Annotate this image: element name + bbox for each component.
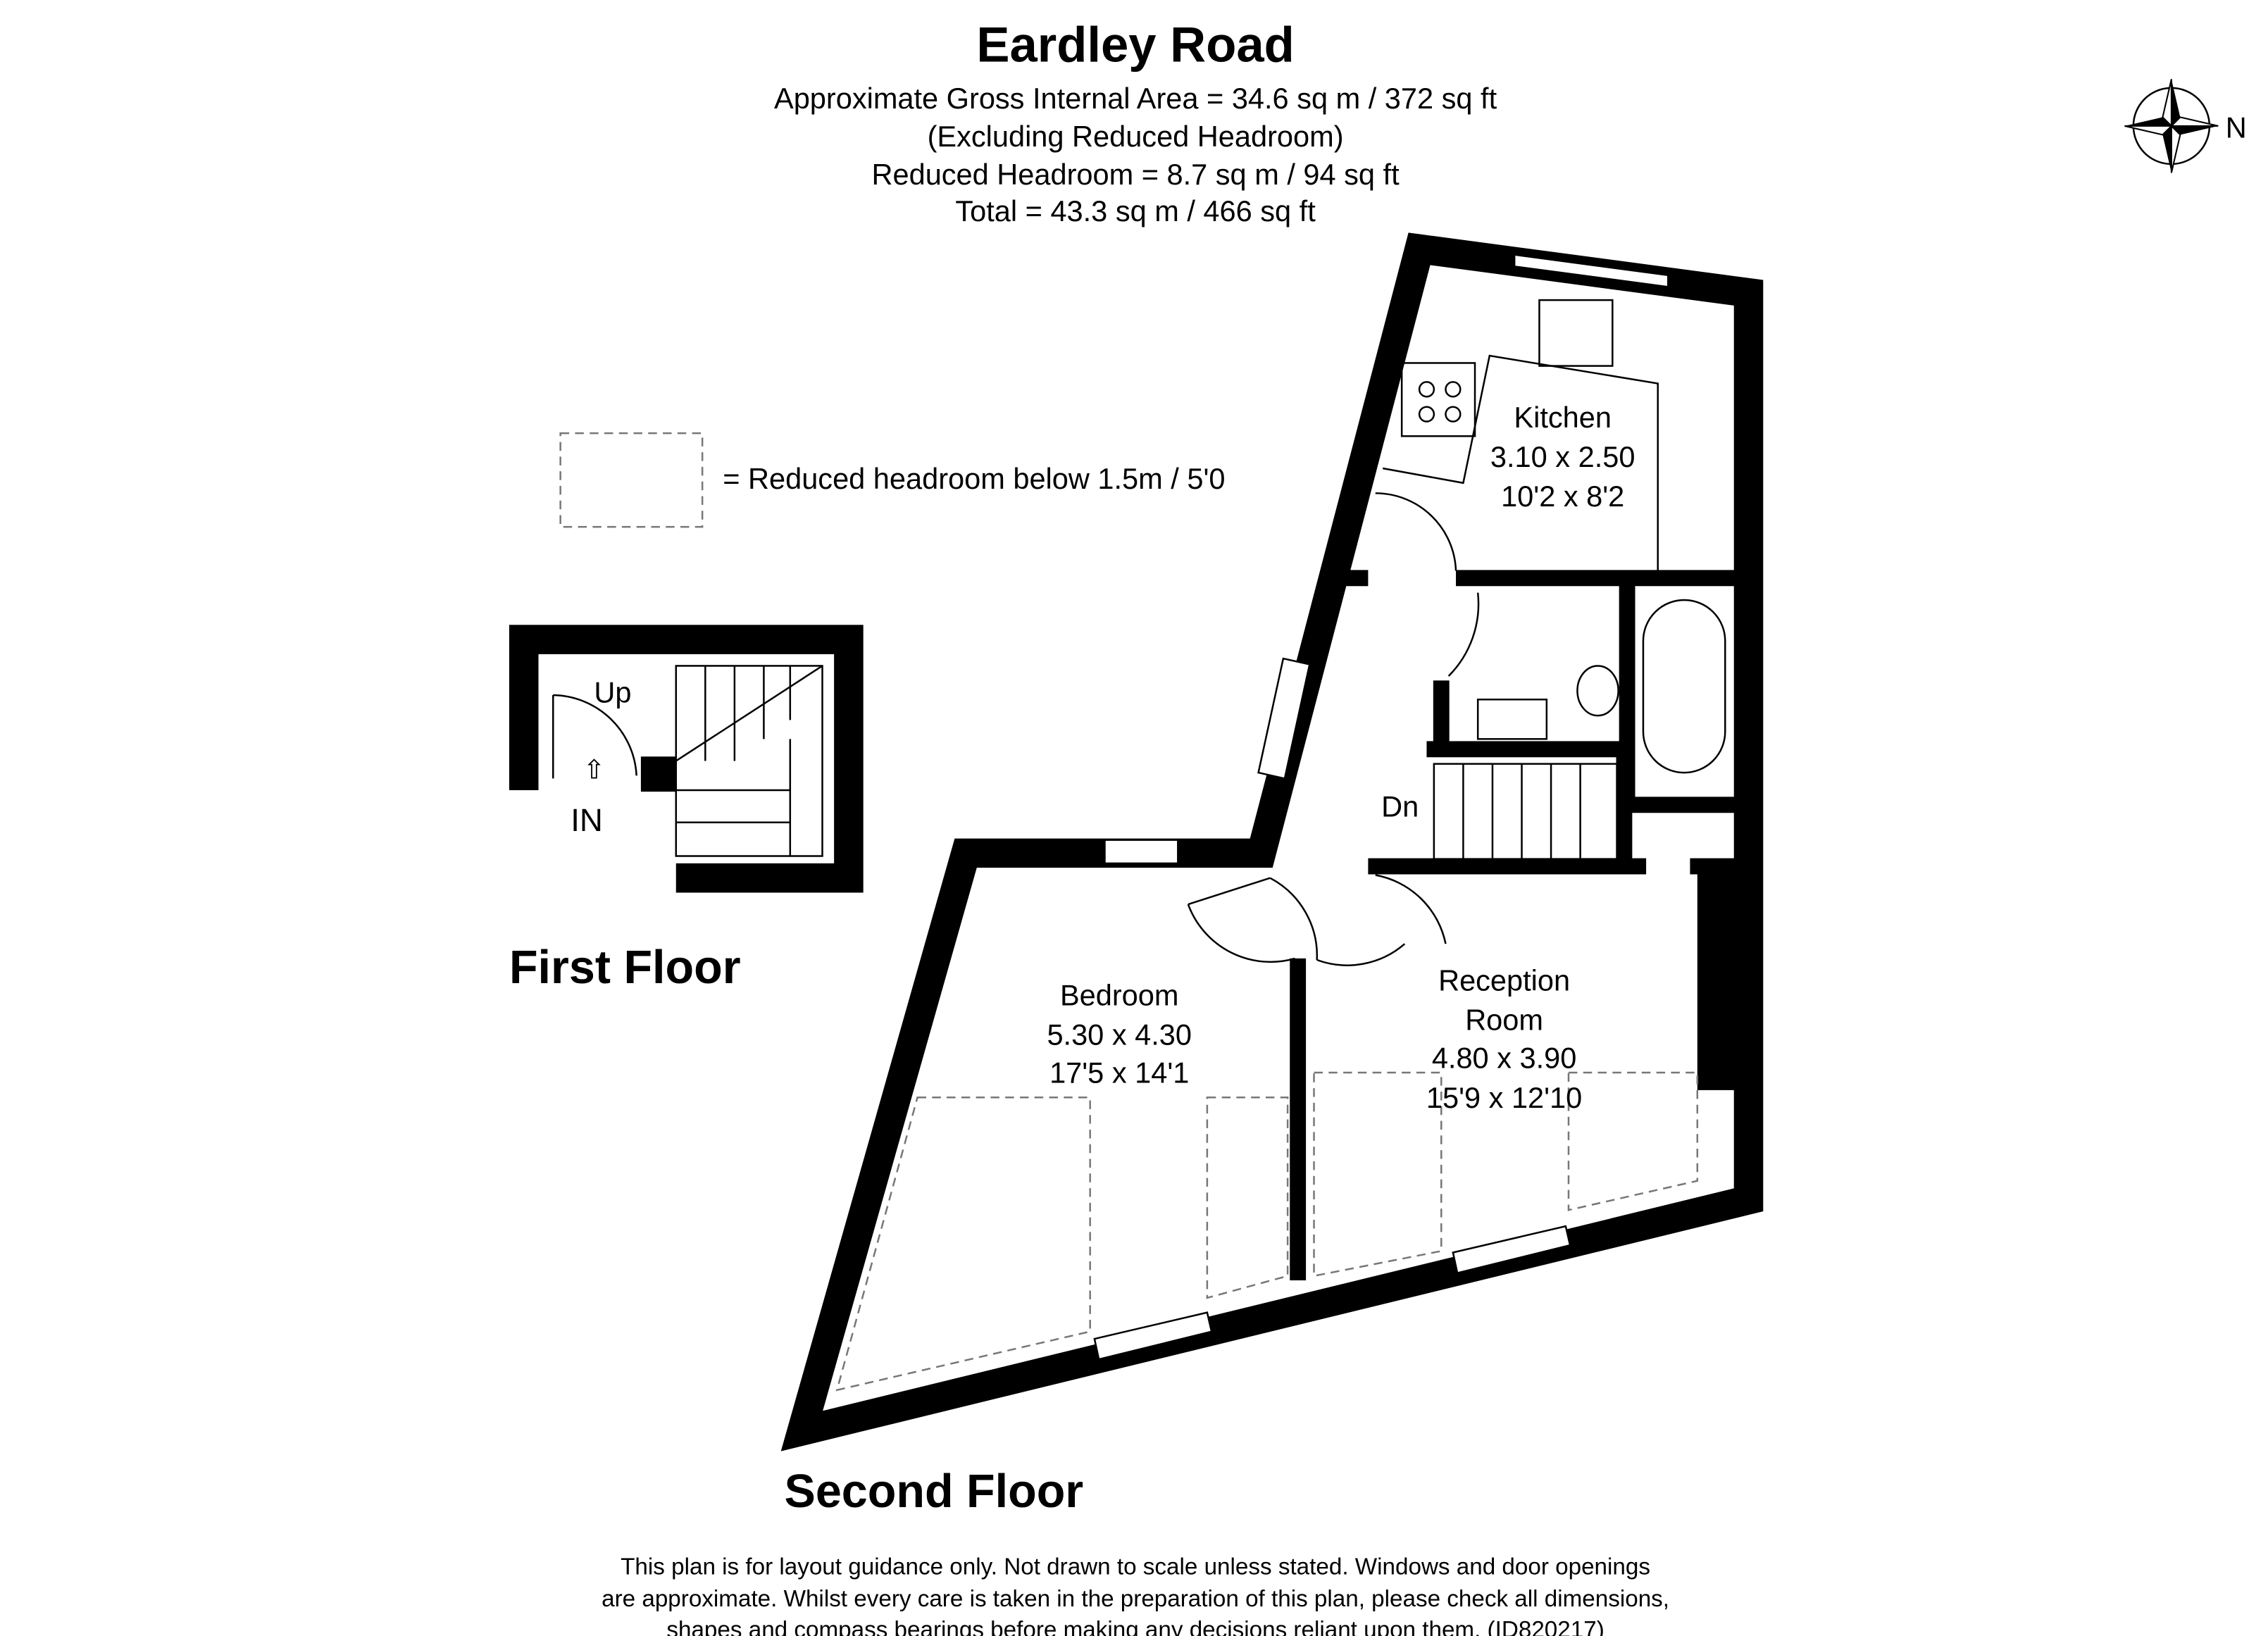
- room-kitchen: Kitchen 3.10 x 2.50 10'2 x 8'2: [1490, 401, 1635, 513]
- disclaimer-line: This plan is for layout guidance only. N…: [621, 1554, 1650, 1580]
- stairs-down-label: Dn: [1381, 789, 1419, 823]
- hob-icon: [1400, 362, 1476, 437]
- room-dimensions-metric: 4.80 x 3.90: [1432, 1042, 1577, 1075]
- page-title: Eardley Road: [976, 16, 1294, 72]
- sink-icon: [1538, 299, 1614, 367]
- staircase: Dn: [1381, 763, 1618, 860]
- room-name: Room: [1465, 1004, 1543, 1037]
- window: [1104, 839, 1179, 865]
- disclaimer-line: shapes and compass bearings before makin…: [666, 1617, 1604, 1636]
- disclaimer: This plan is for layout guidance only. N…: [602, 1554, 1669, 1636]
- room-reception: Reception Room 4.80 x 3.90 15'9 x 12'10: [1426, 964, 1582, 1114]
- legend-text: = Reduced headroom below 1.5m / 5'0: [723, 462, 1225, 495]
- disclaimer-line: are approximate. Whilst every care is ta…: [602, 1586, 1669, 1612]
- area-line: Approximate Gross Internal Area = 34.6 s…: [774, 82, 1497, 115]
- first-floor-plan: Up ⇧ IN First Floor: [509, 625, 864, 994]
- room-dimensions-imperial: 17'5 x 14'1: [1049, 1056, 1189, 1089]
- reduced-headroom-area: [1567, 1071, 1699, 1211]
- room-bedroom: Bedroom 5.30 x 4.30 17'5 x 14'1: [1047, 978, 1192, 1089]
- window: [1257, 657, 1311, 780]
- entrance-arrow-icon: ⇧: [583, 754, 605, 784]
- room-name: Reception: [1438, 964, 1570, 997]
- room-dimensions-metric: 5.30 x 4.30: [1047, 1018, 1192, 1051]
- basin-icon: [1476, 698, 1548, 740]
- second-floor-plan: Dn Kitchen 3.10 x 2.50 10'2 x 8'2 Bedroo…: [780, 232, 1764, 1518]
- entrance-label: IN: [571, 802, 603, 838]
- entrance-door-swing: [553, 694, 637, 776]
- second-floor-title: Second Floor: [784, 1466, 1083, 1518]
- room-name: Kitchen: [1514, 401, 1612, 434]
- reduced-headroom-area: [1313, 1071, 1443, 1278]
- header: Eardley Road Approximate Gross Internal …: [774, 16, 1497, 227]
- window: [1452, 1225, 1571, 1275]
- legend: = Reduced headroom below 1.5m / 5'0: [559, 432, 1226, 528]
- window: [1513, 254, 1669, 288]
- room-name: Bedroom: [1060, 978, 1179, 1011]
- room-dimensions-metric: 3.10 x 2.50: [1490, 440, 1635, 473]
- reduced-headroom-area: [835, 1097, 1091, 1392]
- reduced-headroom-swatch: [559, 432, 704, 528]
- area-line: Reduced Headroom = 8.7 sq m / 94 sq ft: [872, 158, 1400, 191]
- compass-rose-icon: N: [2124, 79, 2247, 173]
- staircase: [675, 665, 823, 857]
- reduced-headroom-area: [1206, 1097, 1289, 1299]
- area-line: Total = 43.3 sq m / 466 sq ft: [955, 194, 1316, 227]
- bath-icon: [1642, 599, 1726, 774]
- toilet-icon: [1576, 665, 1619, 717]
- compass-north-label: N: [2226, 111, 2247, 144]
- area-line: (Excluding Reduced Headroom): [928, 120, 1344, 153]
- window: [1093, 1311, 1213, 1361]
- room-dimensions-imperial: 10'2 x 8'2: [1501, 480, 1624, 513]
- room-dimensions-imperial: 15'9 x 12'10: [1426, 1081, 1582, 1114]
- up-label: Up: [594, 675, 631, 708]
- first-floor-title: First Floor: [509, 942, 741, 994]
